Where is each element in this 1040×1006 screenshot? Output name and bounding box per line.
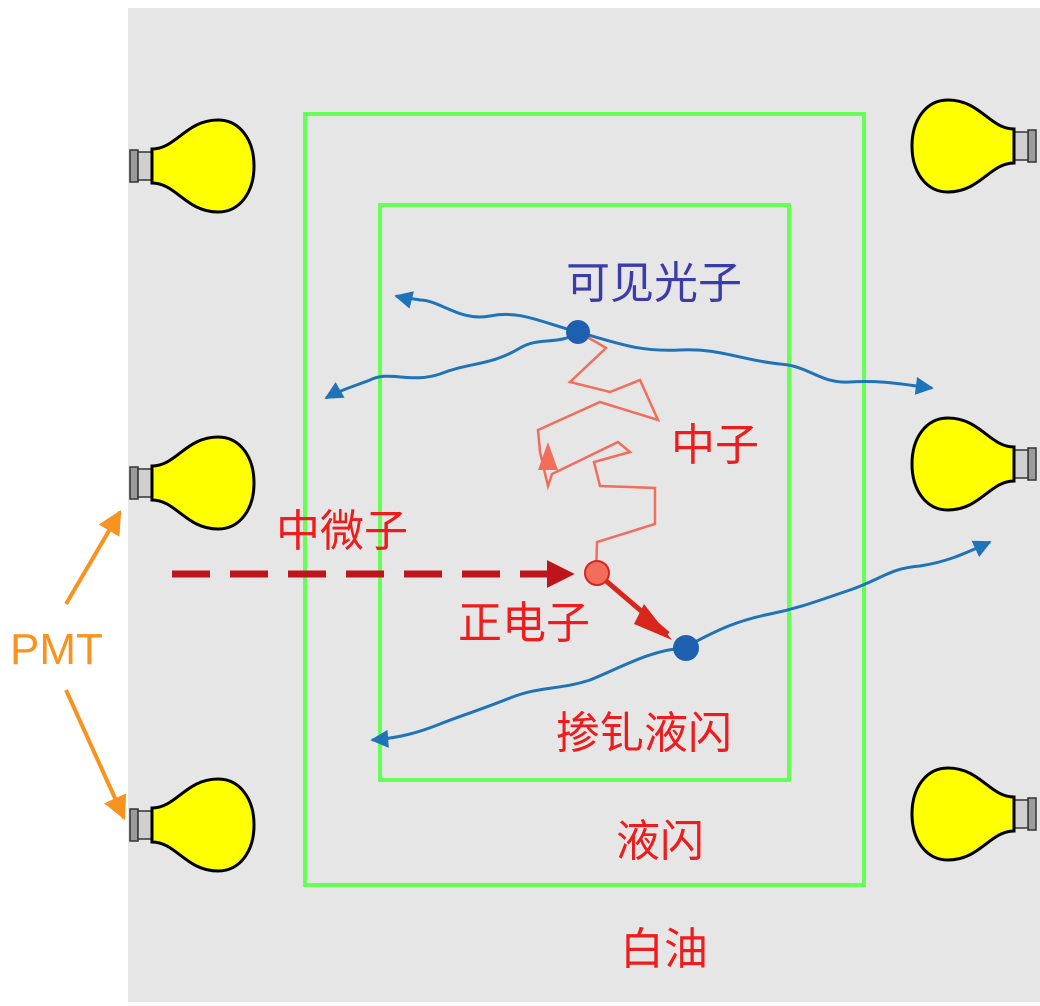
positron-label: 正电子 [458,598,590,649]
mineral-oil-label: 白油 [620,924,708,975]
photon-track [683,540,992,650]
gd-liquid-scintillator-label: 掺钆液闪 [556,708,732,759]
liquid-scintillator-vessel [303,112,866,887]
neutrino-label: 中微子 [276,506,408,557]
positron-annihilation-point [673,635,699,661]
photon-track [324,330,579,400]
neutron-direction-arrow [538,442,558,470]
visible-photon-label: 可见光子 [566,258,742,309]
photon-track [370,646,685,748]
pmt-pointer-arrow [64,689,127,821]
positron-direction-arrow [634,604,672,640]
photon-track [577,330,934,395]
pmt-pointer-arrow [64,509,122,606]
gd-liquid-scintillator-vessel [378,203,791,782]
liquid-scintillator-label: 液闪 [616,816,704,867]
photon-track [394,291,579,334]
mineral-oil-panel [128,8,1040,1002]
neutron-label: 中子 [671,420,759,471]
neutron-capture-point [566,320,590,344]
inverse-beta-decay-vertex [584,560,610,586]
pmt-label: PMT [10,625,103,674]
